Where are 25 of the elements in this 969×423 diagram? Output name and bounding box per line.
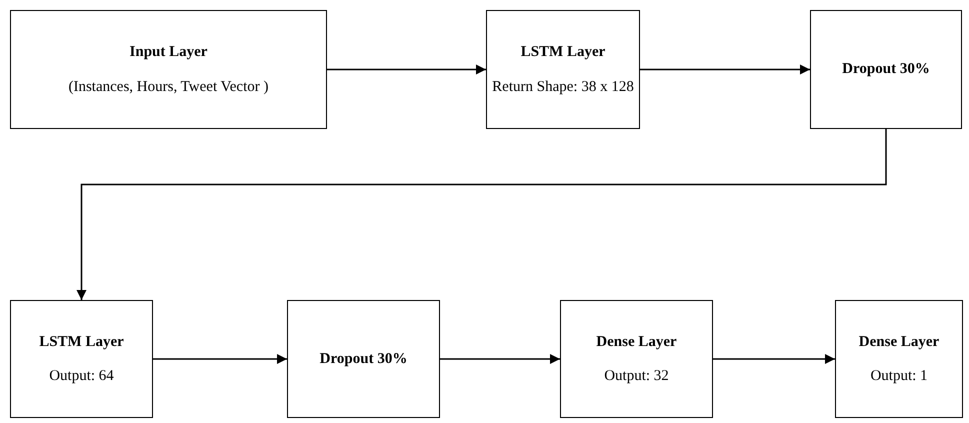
layer-detail: (Instances, Hours, Tweet Vector ) [68,78,268,96]
layer-title: Input Layer [130,43,208,62]
layer-title: LSTM Layer [39,332,124,352]
layer-title: Dropout 30% [320,350,408,369]
layer-title: Dropout 30% [842,60,930,80]
layer-box [486,10,640,129]
arrow [640,64,810,74]
arrow [153,354,287,364]
arrow [713,354,835,364]
layer-title: Dense Layer [596,332,677,352]
layer-title: LSTM Layer [520,43,606,62]
layer-box [287,300,440,418]
layer-box [810,10,962,129]
layer-box [10,300,153,418]
layer-detail: Return Shape: 38 x 128 [492,78,634,96]
arrow [327,64,486,74]
layer-detail: Output: 1 [870,367,928,386]
layer-detail: Output: 32 [604,367,669,386]
layer-title: Dense Layer [858,332,940,352]
layer-detail: Output: 64 [49,367,114,386]
layer-box [560,300,713,418]
arrow [440,354,560,364]
layer-box [10,10,327,129]
layer-box [835,300,963,418]
arrow [76,129,887,300]
